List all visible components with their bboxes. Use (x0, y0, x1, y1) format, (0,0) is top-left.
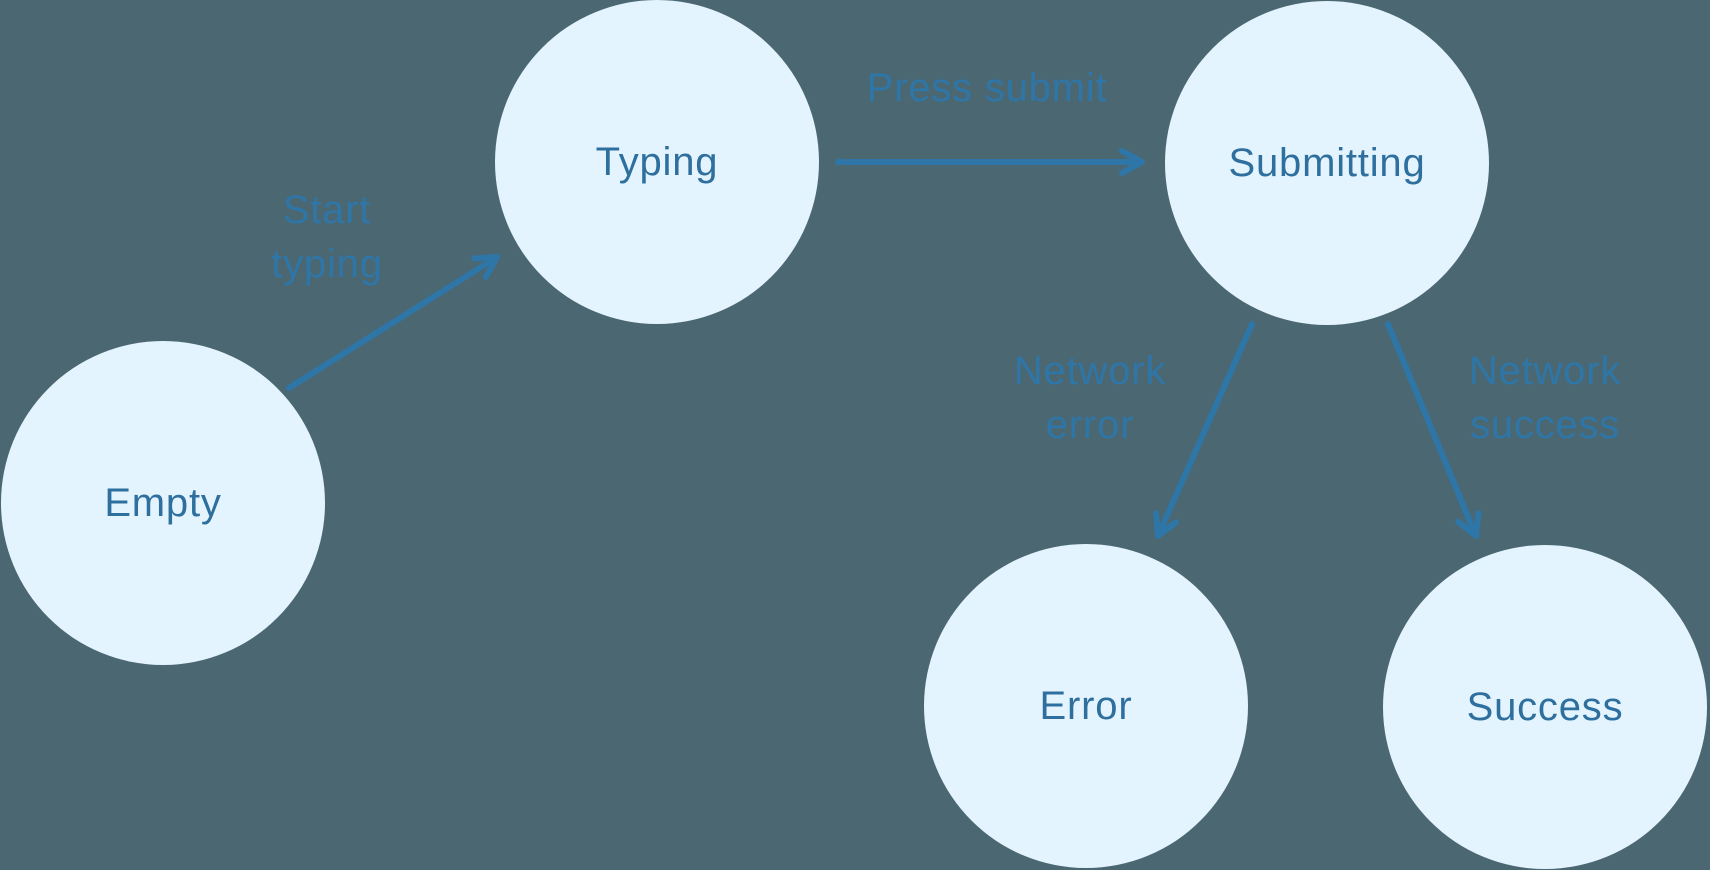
state-label-error: Error (1039, 683, 1133, 728)
state-node-error: Error (924, 544, 1248, 868)
state-label-empty: Empty (104, 480, 222, 525)
state-node-typing: Typing (495, 0, 819, 324)
arrow-start-typing-icon (286, 254, 500, 391)
state-node-submitting: Submitting (1165, 1, 1489, 325)
edge-label-press-submit: Press submit (866, 66, 1108, 110)
arrow-network-success-icon (1385, 321, 1482, 539)
edge-label-start-typing: Start typing (271, 188, 383, 286)
edge-label-network-success: Network success (1468, 349, 1622, 447)
arrow-network-error-icon (1153, 321, 1255, 539)
state-node-empty: Empty (1, 341, 325, 665)
state-label-typing: Typing (595, 139, 719, 184)
state-label-submitting: Submitting (1228, 140, 1426, 185)
state-label-success: Success (1466, 684, 1624, 729)
edge-label-network-error: Network error (1013, 349, 1167, 447)
state-node-success: Success (1383, 545, 1707, 869)
